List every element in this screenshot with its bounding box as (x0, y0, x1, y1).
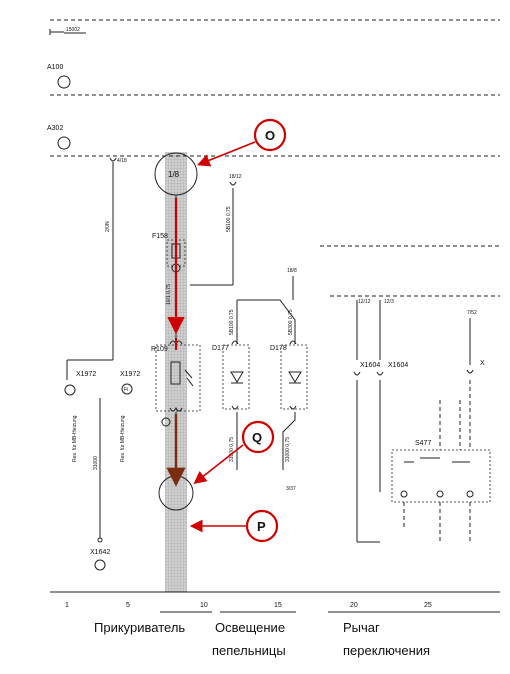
ref-18-12: 18/12 (229, 174, 242, 180)
x1972-left: X1972 Res. für MB-Heizung 31000 (64, 360, 103, 543)
callout-o-label: O (265, 128, 275, 143)
ref-18-8: 18/8 (287, 268, 297, 274)
x1604-b-label: X1604 (388, 362, 408, 369)
x-right-label: X (480, 360, 485, 367)
scale-tick-10: 10 (200, 602, 208, 609)
x1642-block: X1642 (90, 549, 110, 571)
wire-label-w6: 31000 0,75 (229, 437, 235, 462)
a302-label: A302 (47, 125, 63, 132)
top-reference: 15002 (49, 27, 86, 35)
ref-12-12: 12/12 (358, 299, 371, 305)
wire-label-w9: Res. für MB-Heizung (120, 415, 126, 462)
wire-label-w5: 5B300 0,75 (288, 309, 294, 335)
x1604-a-label: X1604 (360, 362, 380, 369)
wire-label-w7: 31000 0,75 (285, 437, 291, 462)
branch-18-12: 18/12 5B100 0,75 (190, 174, 242, 286)
wire-label-w4: 5B100 0,75 (229, 309, 235, 335)
f158-label: F158 (152, 233, 168, 240)
s477-label: S477 (415, 440, 431, 447)
a302-block: A302 (47, 125, 500, 157)
wire-label-w1: 2/0N (105, 221, 111, 232)
scale-tick-5: 5 (126, 602, 130, 609)
bottom-scale: 1 5 10 15 20 25 Прикуриватель Освещение … (50, 591, 500, 658)
callout-q[interactable]: Q (193, 420, 275, 484)
x1972-right-label: X1972 (120, 371, 140, 378)
fi-label: Fi (124, 387, 128, 393)
wire-label-w8: Res. für MB-Heizung (72, 415, 78, 462)
x1972-right: X1972 Fi Res. für MB-Heizung (120, 371, 140, 462)
caption-lever-1: Рычаг (343, 620, 380, 635)
d177-label: D177 (212, 345, 229, 352)
wire-label-w2: 5B100 0,75 (226, 206, 232, 232)
top-ref-label: 15002 (66, 27, 80, 33)
scale-tick-15: 15 (274, 602, 282, 609)
callout-o[interactable]: O (197, 118, 287, 167)
wire-label-w10: 31000 (93, 456, 99, 470)
wire-label-w3: 10/1 0,75 (166, 284, 172, 305)
x1642-label: X1642 (90, 549, 110, 556)
caption-ashtray-1: Освещение (215, 620, 285, 635)
d178-label: D178 (270, 345, 287, 352)
ref-4-18: 4/18 (117, 158, 127, 164)
left-branch: 4/18 2/0N (67, 157, 127, 361)
callout-p-label: P (257, 519, 266, 534)
ref-12-3: 12/3 (384, 299, 394, 305)
callout-p[interactable]: P (189, 509, 279, 543)
caption-lighter: Прикуриватель (94, 620, 185, 635)
scale-tick-1: 1 (65, 602, 69, 609)
r109-label: R109 (151, 346, 168, 353)
a100-block: A100 (47, 64, 500, 96)
d178-block: D178 31000 0,75 3/37 (270, 340, 308, 492)
scale-tick-20: 20 (350, 602, 358, 609)
component-1-8-label: 1/8 (168, 170, 180, 179)
branch-18-8: 18/8 5B300 0,75 (237, 268, 297, 344)
ref-7-52: 7/52 (467, 310, 477, 316)
a100-label: A100 (47, 64, 63, 71)
callout-q-label: Q (252, 430, 262, 445)
ref-3-37: 3/37 (286, 486, 296, 492)
scale-tick-25: 25 (424, 602, 432, 609)
lever-section: 12/12 12/3 X1604 X1604 7/52 X S477 (320, 245, 500, 543)
caption-ashtray-2: пепельницы (212, 643, 286, 658)
x1972-left-label: X1972 (76, 371, 96, 378)
caption-lever-2: переключения (343, 643, 430, 658)
d177-block: D177 5B100 0,75 31000 0,75 (212, 300, 250, 470)
